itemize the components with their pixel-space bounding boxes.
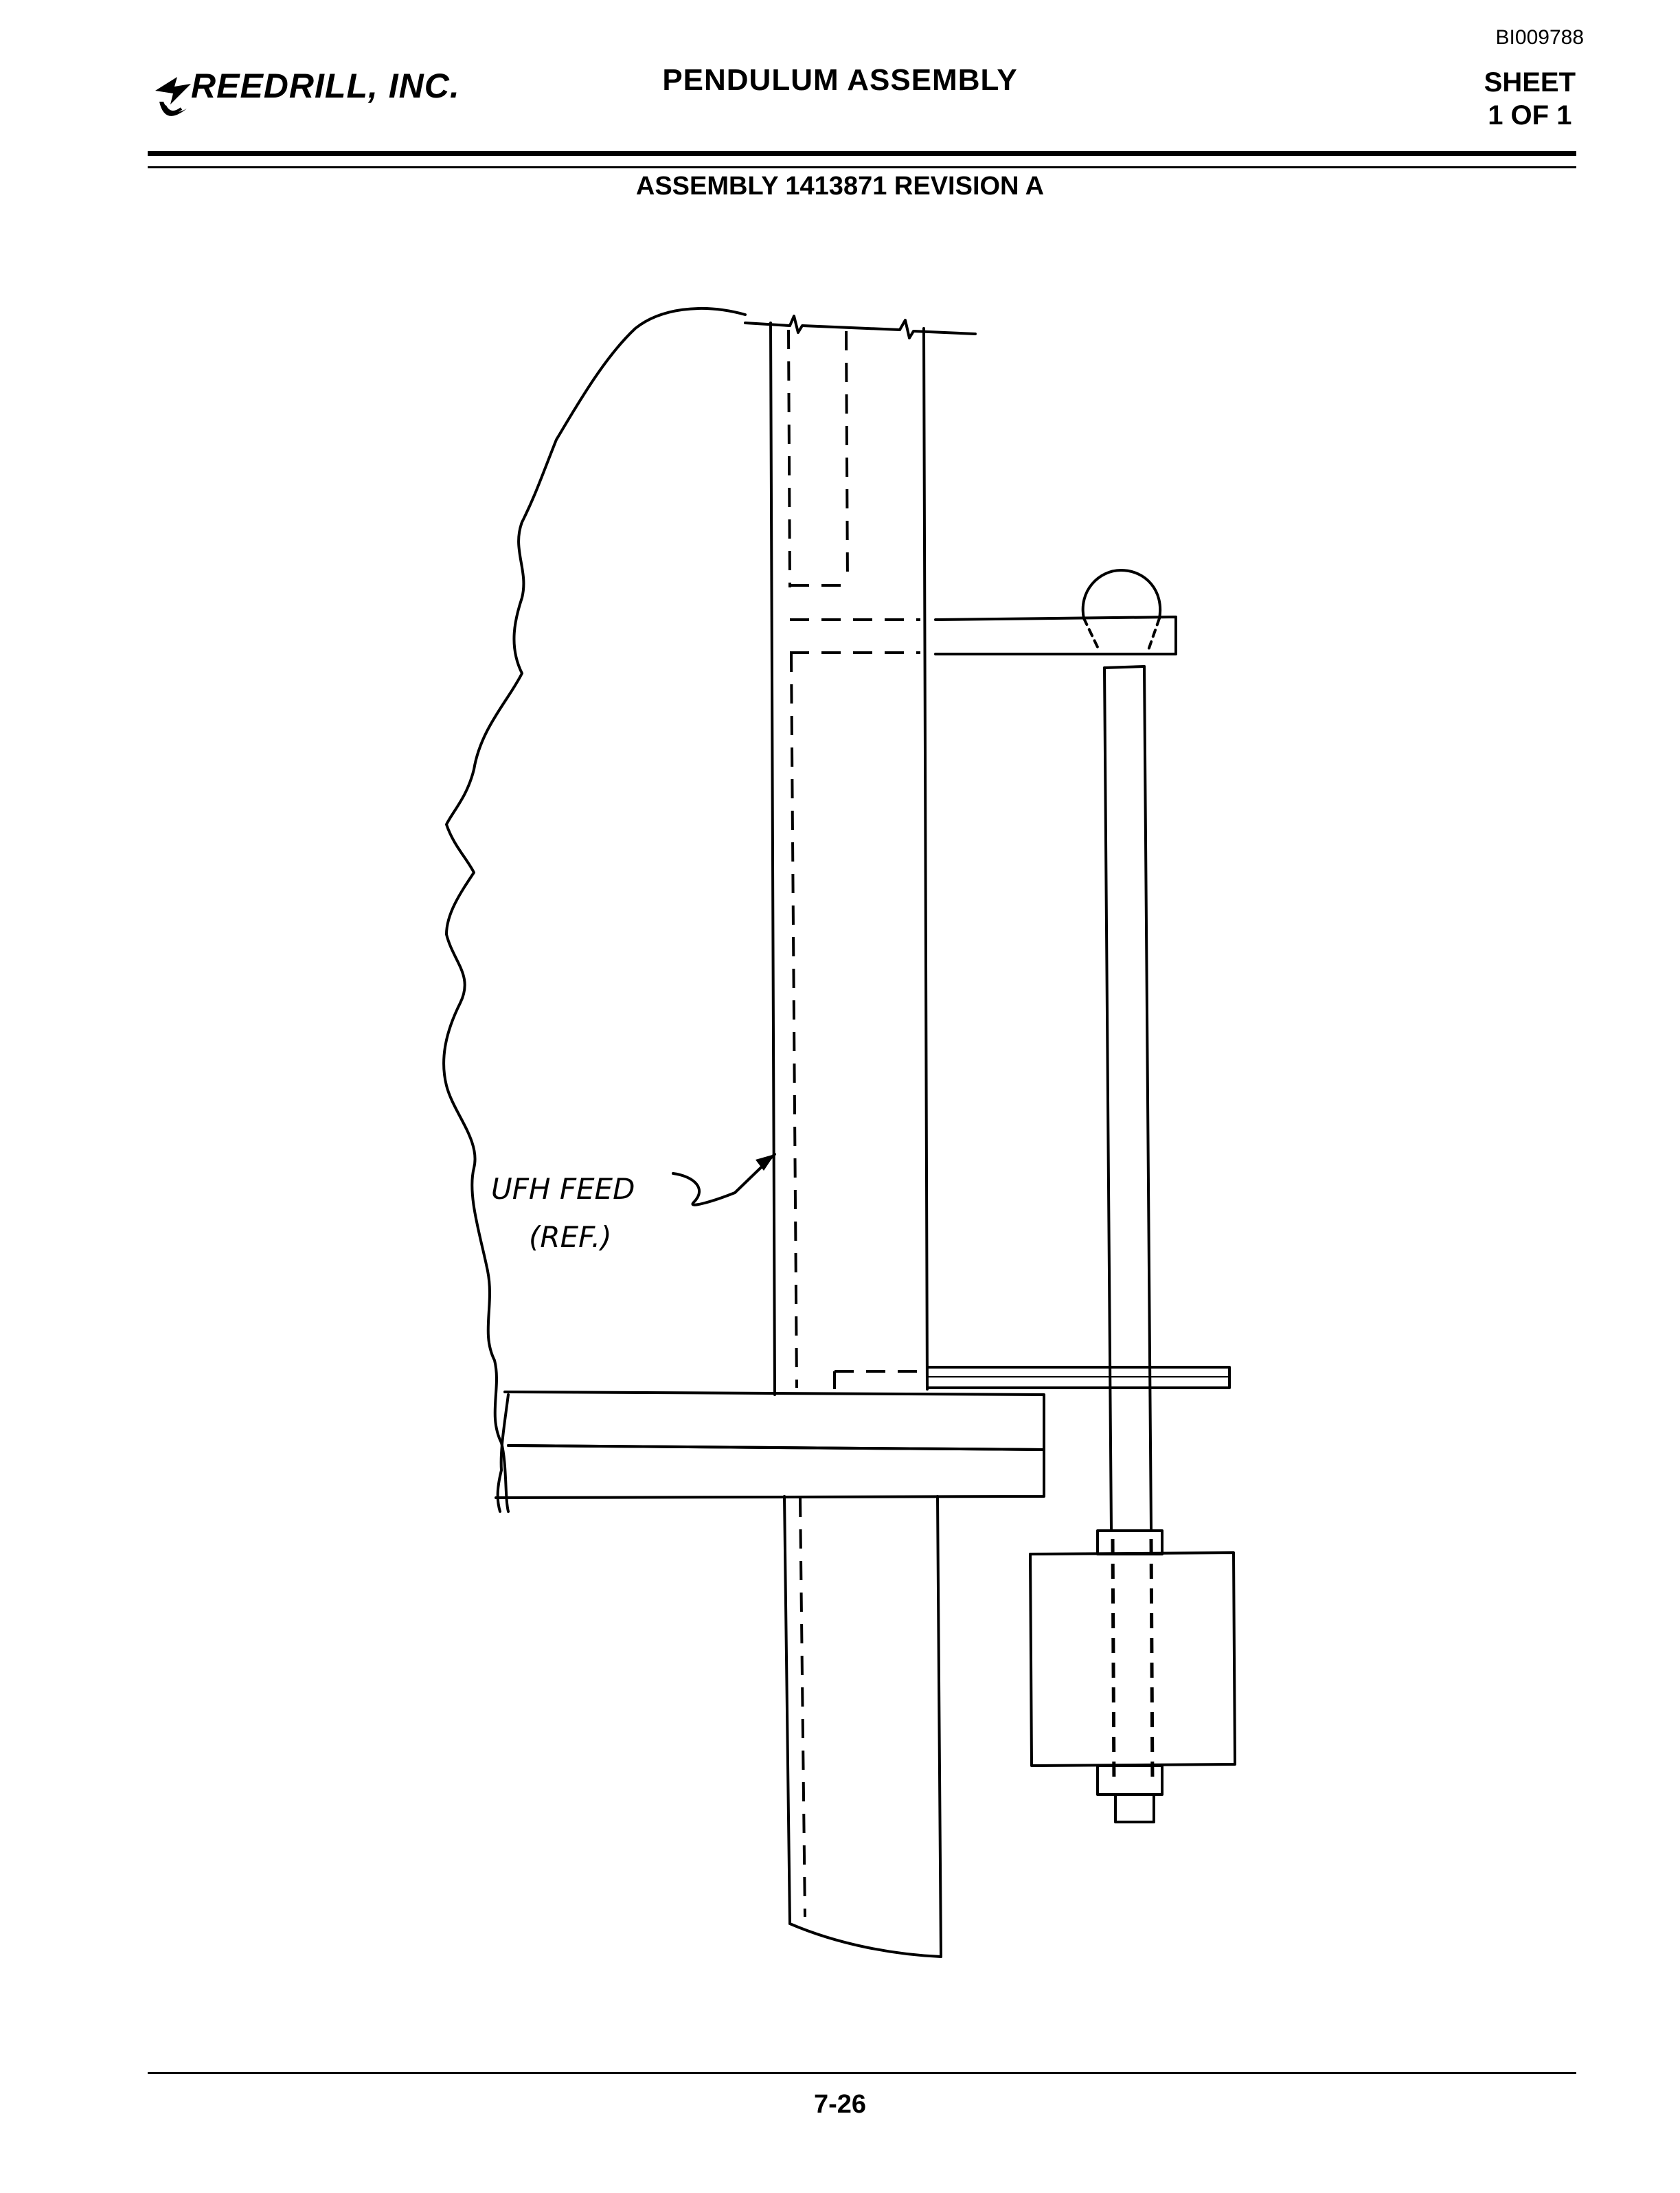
ball-joint (1081, 569, 1162, 620)
company-logo: REEDRILL, INC. (150, 59, 507, 142)
rod-hidden-left (1111, 1538, 1116, 1787)
column-right-edge-lower (936, 1495, 942, 1958)
footer-rule (148, 2072, 1576, 2074)
top-nut (1096, 1529, 1163, 1555)
document-id: BI009788 (1495, 26, 1584, 49)
page-title: PENDULUM ASSEMBLY (662, 63, 1018, 97)
page-number: 7-26 (813, 2090, 867, 2119)
hidden-line-lower-left (799, 1497, 806, 1918)
reedrill-logo-icon (155, 77, 191, 116)
base-beam-top (503, 1391, 1045, 1451)
column-right-edge (922, 327, 929, 1391)
sheet-count: 1 OF 1 (1488, 100, 1572, 131)
rod-end (1114, 1793, 1155, 1823)
header-rule-thick (148, 151, 1576, 156)
sheet-info: SHEET 1 OF 1 (1484, 66, 1576, 132)
header-rule-thin (148, 166, 1576, 168)
base-beam-bottom (495, 1444, 1045, 1499)
pendulum-rod-top (1103, 665, 1146, 669)
column-bottom (788, 1922, 942, 1958)
annotation-arrowhead (756, 1154, 775, 1171)
bottom-nut (1096, 1764, 1163, 1796)
column-left-edge (769, 322, 776, 1396)
break-line (442, 306, 747, 1513)
ball-socket (1082, 617, 1161, 651)
upper-arm (934, 616, 1177, 655)
company-name: REEDRILL, INC. (191, 67, 460, 105)
hidden-line-inner-left (787, 329, 791, 588)
hidden-line-left-long (790, 652, 798, 1388)
counterweight (1029, 1551, 1236, 1767)
assembly-subtitle: ASSEMBLY 1413871 REVISION A (635, 172, 1045, 201)
annotation-line-2: (REF.) (529, 1220, 612, 1254)
top-break-line (744, 315, 977, 339)
sheet-label: SHEET (1484, 67, 1576, 98)
hidden-line-inner-right (845, 330, 849, 585)
pendulum-rod-right (1143, 665, 1153, 1531)
column-left-edge-lower (783, 1495, 791, 1925)
annotation-line-1: UFH FEED (491, 1172, 635, 1206)
rod-hidden-right (1149, 1538, 1155, 1787)
annotation-leader (672, 1153, 776, 1206)
pendulum-rod-left (1103, 666, 1113, 1532)
